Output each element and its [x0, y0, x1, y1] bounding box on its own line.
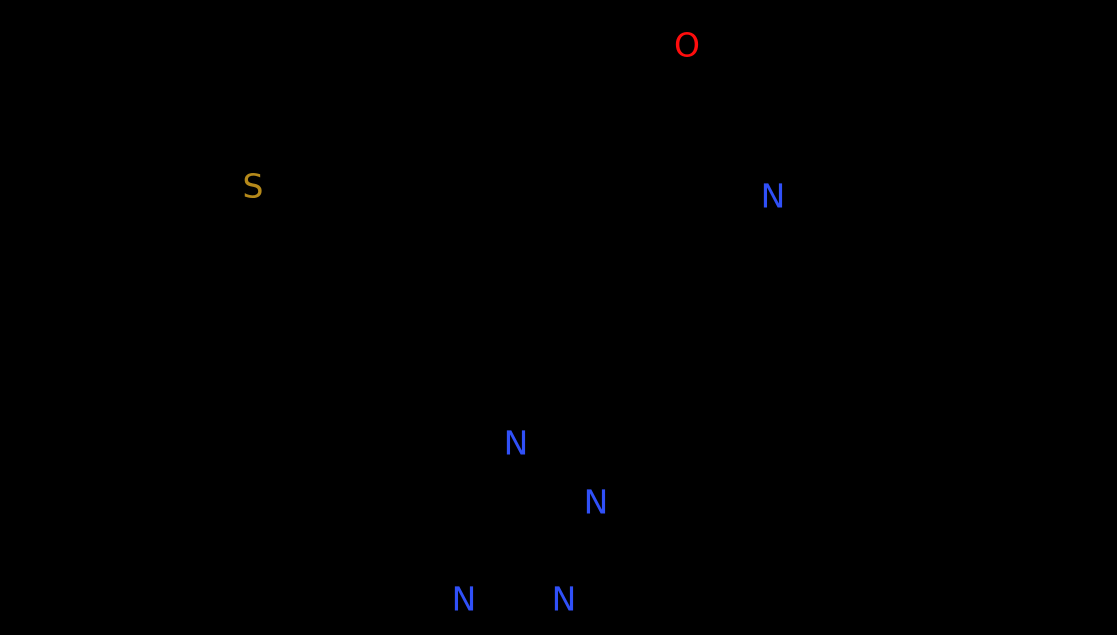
atom-tetrazole-n2: N [583, 482, 609, 522]
atom-tetrazole-n4: N [551, 579, 577, 619]
atom-tetrazole-n3: N [451, 579, 477, 619]
atom-tetrazole-n1: N [503, 423, 529, 463]
atom-sulfur: S [242, 166, 264, 206]
atom-amide-nitrogen: N [760, 176, 786, 216]
atom-oxygen: O [674, 25, 700, 65]
